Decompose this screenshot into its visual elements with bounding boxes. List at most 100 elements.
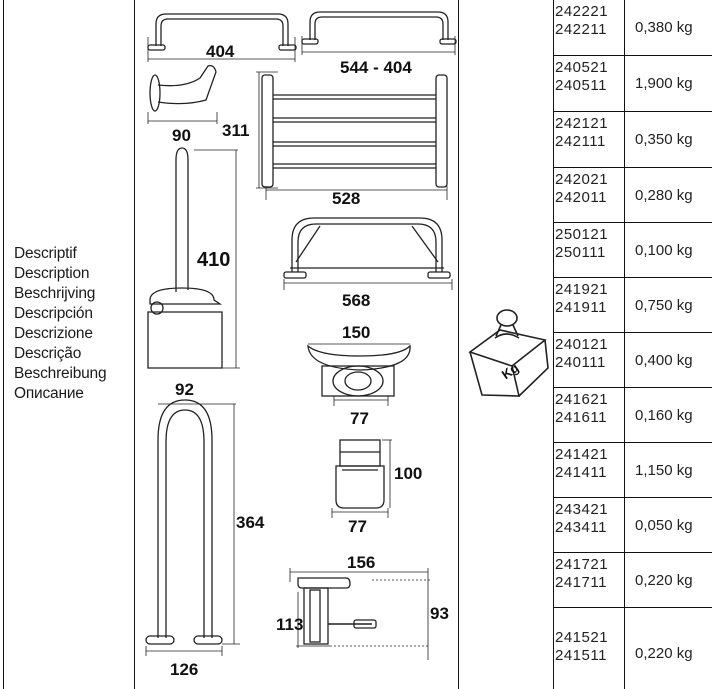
towel-shelf-drawing (256, 71, 448, 200)
code-secondary: 241711 (555, 574, 607, 591)
weight-value: 0,220 kg (635, 645, 693, 662)
code-primary: 242221 (555, 3, 609, 20)
dim-311: 311 (222, 121, 249, 140)
grid-line (624, 0, 625, 689)
desc-es: Descripción (14, 305, 93, 322)
row-divider (553, 222, 712, 223)
weight-value: 0,160 kg (635, 407, 693, 424)
dim-77-cup: 77 (348, 517, 367, 536)
row-divider (553, 111, 712, 112)
dim-113: 113 (276, 615, 303, 634)
desc-de: Beschreibung (14, 365, 107, 382)
weight-value: 0,380 kg (635, 19, 693, 36)
weight-value: 0,750 kg (635, 297, 693, 314)
row-divider (553, 167, 712, 168)
dim-100: 100 (394, 464, 422, 483)
code-secondary: 241611 (555, 409, 607, 426)
row-divider (553, 387, 712, 388)
toilet-brush-drawing (147, 147, 240, 369)
dim-93: 93 (430, 604, 449, 623)
dim-528: 528 (332, 189, 360, 208)
desc-pt: Descrição (14, 345, 82, 362)
dim-410: 410 (197, 249, 230, 271)
weight-value: 0,220 kg (635, 572, 693, 589)
row-divider (553, 332, 712, 333)
desc-it: Descrizione (14, 325, 93, 342)
code-secondary: 242211 (555, 21, 607, 38)
code-secondary: 242111 (555, 133, 606, 150)
desc-nl: Beschrijving (14, 285, 96, 302)
dim-364: 364 (236, 513, 265, 532)
roll-holder-drawing (289, 568, 430, 660)
row-divider (553, 552, 712, 553)
code-primary: 241621 (555, 391, 609, 408)
code-primary: 241921 (555, 281, 609, 298)
code-secondary: 241911 (555, 299, 607, 316)
code-primary: 241721 (555, 556, 609, 573)
dim-404: 404 (206, 42, 235, 61)
grid-line (458, 0, 459, 689)
weight-value: 1,900 kg (635, 75, 693, 92)
code-primary: 240521 (555, 59, 609, 76)
code-primary: 242021 (555, 171, 609, 188)
grid-line (134, 0, 135, 689)
code-secondary: 240511 (555, 77, 607, 94)
code-secondary: 240111 (555, 354, 606, 371)
code-primary: 243421 (555, 501, 609, 518)
row-divider (553, 442, 712, 443)
dim-77-soap: 77 (350, 409, 369, 428)
dim-568: 568 (342, 291, 370, 310)
dim-126: 126 (170, 660, 198, 679)
weight-icon (468, 309, 549, 397)
desc-en: Description (14, 265, 90, 282)
code-primary: 241521 (555, 629, 609, 646)
u-grab-bar-drawing (145, 399, 240, 656)
weight-value: 0,400 kg (635, 352, 693, 369)
code-primary: 241421 (555, 446, 609, 463)
grab-bar-544-drawing (301, 11, 457, 55)
code-primary: 240121 (555, 336, 609, 353)
row-divider (553, 55, 712, 56)
grab-bar-404-drawing (147, 13, 297, 62)
dim-156: 156 (347, 553, 375, 572)
dim-92: 92 (175, 380, 194, 399)
weight-value: 0,350 kg (635, 131, 693, 148)
soap-dish-drawing (307, 343, 411, 406)
grid-line (553, 0, 554, 689)
code-secondary: 250111 (555, 244, 606, 261)
code-primary: 250121 (555, 226, 609, 243)
code-primary: 242121 (555, 115, 609, 132)
desc-fr: Descriptif (14, 245, 77, 262)
code-secondary: 241511 (555, 647, 607, 664)
code-secondary: 242011 (555, 189, 607, 206)
bar-568-drawing (283, 217, 453, 290)
description-labels: Descriptif Description Beschrijving Desc… (14, 244, 107, 404)
hook-drawing (147, 64, 218, 124)
cup-holder-drawing (331, 439, 392, 518)
dim-544-404: 544 - 404 (340, 58, 412, 77)
weight-value: 0,100 kg (635, 242, 693, 259)
weight-value: 0,280 kg (635, 187, 693, 204)
row-divider (553, 607, 712, 608)
dim-90: 90 (172, 126, 191, 145)
desc-ru: Описание (14, 385, 84, 402)
row-divider (553, 497, 712, 498)
code-secondary: 241411 (555, 464, 607, 481)
dim-150: 150 (342, 323, 370, 342)
row-divider (553, 277, 712, 278)
weight-value: 0,050 kg (635, 517, 693, 534)
weight-value: 1,150 kg (635, 462, 693, 479)
